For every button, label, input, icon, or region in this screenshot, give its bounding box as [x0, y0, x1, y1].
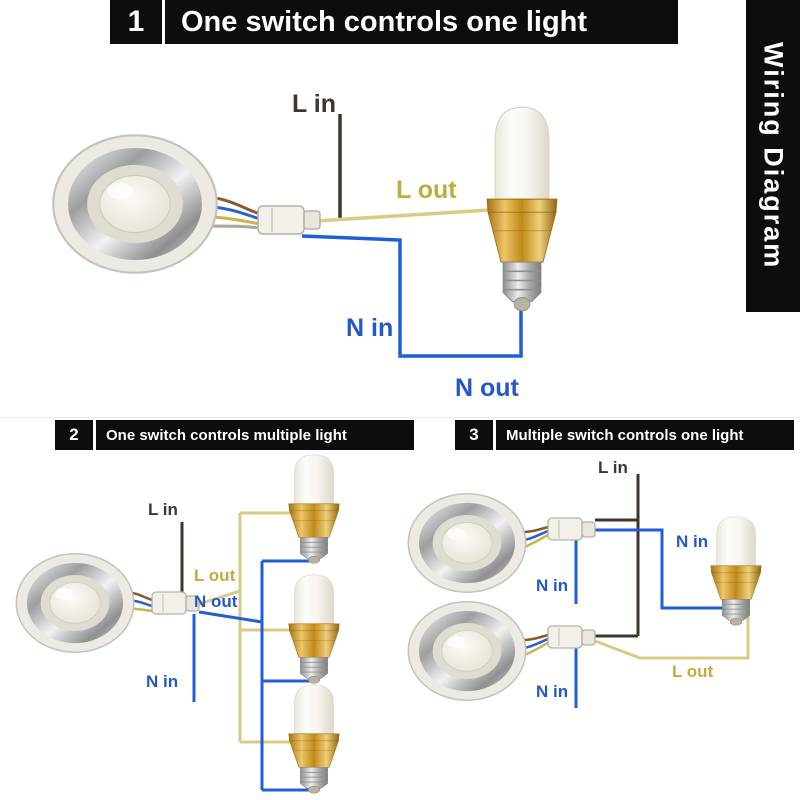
label-neutral-in-1: N in — [346, 314, 394, 342]
section-3-title: Multiple switch controls one light — [496, 420, 794, 450]
label-neutral-in-3a: N in — [536, 576, 569, 595]
pir-sensor-1 — [52, 134, 218, 274]
section-3-number: 3 — [455, 420, 493, 450]
section-3-header: 3 Multiple switch controls one light — [455, 420, 794, 450]
section-divider — [0, 417, 800, 418]
label-live-out-1: L out — [396, 176, 457, 204]
section-3-graphic — [407, 474, 762, 708]
wiring-diagram-banner: Wiring Diagram — [746, 0, 800, 312]
section-1-graphic — [52, 106, 558, 358]
wire-live-in-3 — [595, 474, 640, 638]
connector-3b — [547, 625, 596, 649]
section-1-title: One switch controls one light — [165, 0, 678, 44]
pir-sensor-3a — [407, 493, 527, 593]
section-2-header: 2 One switch controls multiple light — [55, 420, 414, 450]
connector-3a — [547, 517, 596, 541]
label-neutral-out-2: N out — [194, 592, 238, 611]
wire-live-out-2 — [198, 511, 292, 744]
wire-neutral-bulb-3 — [595, 528, 724, 610]
label-live-out-2: L out — [194, 566, 236, 585]
led-bulb-2a — [288, 454, 340, 564]
label-live-out-3: L out — [672, 662, 714, 681]
section-2-number: 2 — [55, 420, 93, 450]
label-live-in-3: L in — [598, 458, 628, 477]
pir-sensor-2 — [15, 553, 135, 653]
label-neutral-in-2: N in — [146, 672, 179, 691]
section-1-header: 1 One switch controls one light — [110, 0, 678, 44]
led-bulb-1 — [486, 106, 558, 312]
connector-1 — [257, 205, 321, 235]
wire-neutral-1 — [301, 234, 523, 358]
wire-live-out-1 — [315, 207, 506, 223]
led-bulb-2b — [288, 574, 340, 684]
label-neutral-in-3b: N in — [536, 682, 569, 701]
label-neutral-bulb-3: N in — [676, 532, 709, 551]
led-bulb-2c — [288, 684, 340, 794]
section-2-graphic — [15, 454, 340, 794]
wire-neutral-out-2 — [198, 559, 314, 792]
section-2-title: One switch controls multiple light — [96, 420, 414, 450]
label-neutral-out-1: N out — [455, 374, 519, 402]
wire-live-out-3 — [594, 594, 750, 660]
section-1-number: 1 — [110, 0, 162, 44]
connector-2 — [151, 591, 200, 615]
label-live-in-2: L in — [148, 500, 178, 519]
label-live-in-1: L in — [292, 90, 336, 118]
pir-sensor-3b — [407, 601, 527, 701]
